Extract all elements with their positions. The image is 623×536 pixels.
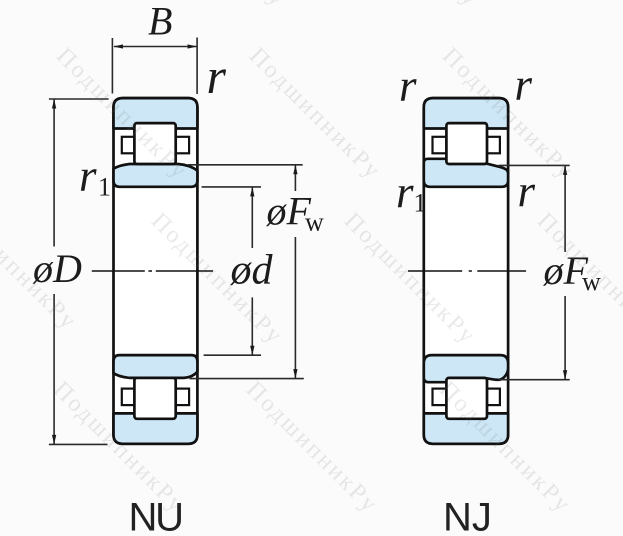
svg-text:øD: øD [32,246,82,291]
svg-text:w: w [305,208,324,237]
svg-text:w: w [582,267,601,296]
svg-text:B: B [148,0,172,44]
svg-text:r: r [396,167,414,217]
svg-text:r: r [79,150,97,200]
svg-text:r: r [207,48,227,104]
svg-text:øF: øF [543,248,589,293]
svg-text:r: r [399,61,417,111]
svg-text:NU: NU [129,496,182,536]
svg-text:øF: øF [266,189,312,234]
svg-text:r: r [515,60,533,110]
svg-text:ød: ød [230,248,274,294]
svg-text:1: 1 [414,189,427,218]
svg-text:r: r [518,166,536,216]
svg-text:1: 1 [98,173,111,202]
svg-text:NJ: NJ [443,496,492,536]
